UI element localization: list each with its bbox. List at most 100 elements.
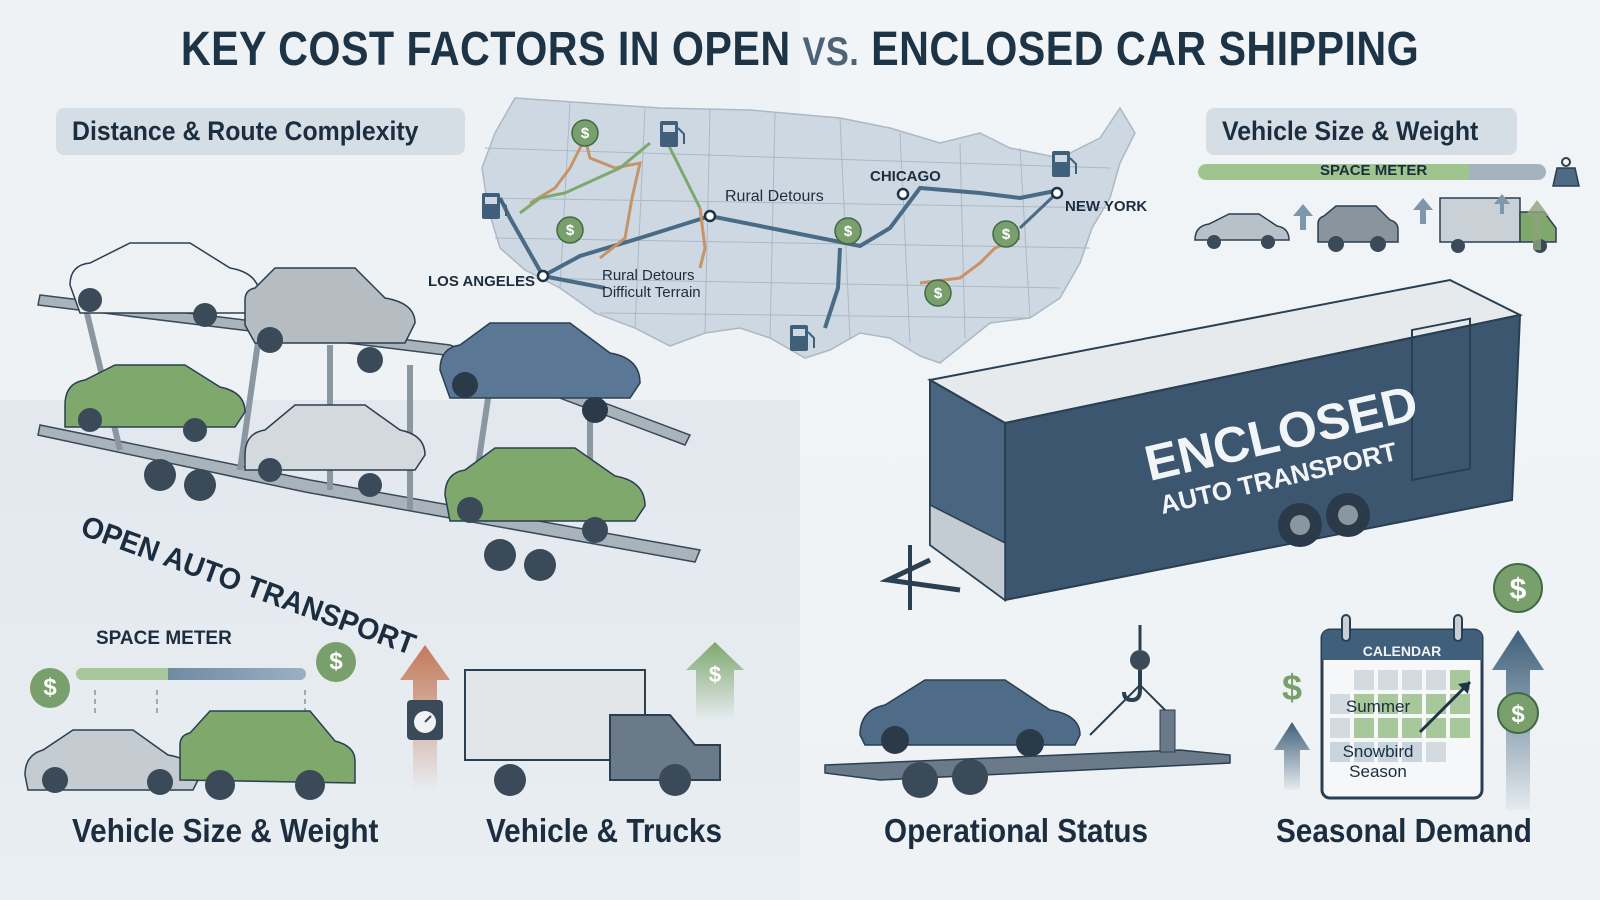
up-arrow-icon <box>1413 198 1433 224</box>
up-arrow-icon <box>1274 722 1310 790</box>
route-south-branch <box>823 247 842 329</box>
calendar-grid <box>1330 670 1470 762</box>
fuel-pump-icon <box>482 193 507 219</box>
weight-scale-arrow <box>400 645 450 790</box>
trend-arrow-icon <box>1418 680 1472 734</box>
dollar-icon: $ <box>30 668 70 708</box>
calendar-day-cell <box>1378 694 1398 714</box>
calendar-day-cell <box>1402 694 1422 714</box>
map-dollar-markers: $ $ $ $ $ <box>556 119 1020 307</box>
tow-trailer-illustration <box>824 625 1231 798</box>
weight-icon <box>1552 157 1580 187</box>
up-arrow-icon <box>1525 200 1549 250</box>
calendar-day-cell <box>1426 742 1446 762</box>
car-silver-lower-mid <box>244 404 426 497</box>
detour-route-west <box>583 137 642 260</box>
space-meter-bottom-fill <box>76 668 168 680</box>
calendar-snowbird-label-1: Snowbird <box>1343 742 1414 761</box>
space-meter-bottom-remaining <box>168 668 306 680</box>
us-route-map: LOS ANGELES CHICAGO NEW YORK Rural Detou… <box>428 97 1147 364</box>
dollar-icon: $ <box>1282 667 1302 708</box>
page-title: KEY COST FACTORS IN OPEN VS. ENCLOSED CA… <box>180 23 1420 76</box>
city-node-rural <box>703 209 717 223</box>
sedan-icon <box>1194 213 1290 249</box>
calendar-day-cell <box>1378 718 1398 738</box>
rural-detours-label: Rural Detours <box>725 188 824 205</box>
calendar-day-cell <box>1354 718 1374 738</box>
space-meter-bottom <box>76 668 306 680</box>
svg-text:$: $ <box>1511 701 1525 728</box>
trailer-side-door <box>1411 317 1471 482</box>
city-label-chicago: CHICAGO <box>870 168 941 185</box>
rural-detours-terrain-label-1: Rural Detours <box>602 267 695 284</box>
calendar-day-cell <box>1354 670 1374 690</box>
fuel-pump-icons <box>482 121 1077 351</box>
dollar-icon: $ <box>834 217 862 245</box>
calendar-day-cell <box>1330 742 1350 762</box>
calendar-day-cell <box>1354 694 1374 714</box>
car-green-lower-right <box>444 447 646 543</box>
car-silver-suv-top <box>244 267 416 373</box>
svg-text:$: $ <box>934 285 943 302</box>
svg-text:$: $ <box>1002 226 1011 243</box>
calendar-day-cell <box>1330 694 1350 714</box>
dollar-icon: $ <box>1497 692 1539 734</box>
us-map-shape <box>481 97 1136 364</box>
route-la-east <box>542 274 606 290</box>
vehicle-size-weight-pill: Vehicle Size & Weight <box>1206 108 1517 155</box>
calendar-day-cell <box>1354 742 1374 762</box>
space-meter-top-label: SPACE METER <box>1320 162 1428 179</box>
open-car-carrier-illustration <box>37 242 702 581</box>
calendar-day-cell <box>1330 718 1350 738</box>
dollar-icon: $ <box>709 662 721 687</box>
space-meter-top <box>1198 164 1546 180</box>
scale-icon <box>407 700 443 740</box>
operational-status-label: Operational Status <box>884 812 1149 849</box>
suv-green-icon <box>179 710 356 800</box>
dollar-icon: $ <box>556 216 584 244</box>
city-label-new-york: NEW YORK <box>1065 198 1147 215</box>
dollar-icon: $ <box>1493 563 1543 613</box>
svg-text:$: $ <box>1510 573 1527 606</box>
left-panel-background <box>0 400 800 900</box>
carrier-wheels <box>144 459 556 581</box>
distance-route-pill: Distance & Route Complexity <box>56 108 465 155</box>
svg-text:$: $ <box>581 125 590 142</box>
dollar-icon: $ <box>571 119 599 147</box>
sedan-silver-icon <box>24 729 199 795</box>
suv-icon <box>1317 205 1399 252</box>
car-on-trailer <box>859 679 1081 757</box>
box-truck-icon <box>1439 197 1557 253</box>
calendar-icon: CALENDAR Summer Snowbird Season <box>1320 614 1484 800</box>
green-route-2 <box>519 141 651 215</box>
truck-cab <box>609 714 721 781</box>
car-green-lower-left <box>64 364 246 442</box>
calendar-header: CALENDAR <box>1363 643 1442 659</box>
calendar-snowbird-label-2: Season <box>1349 762 1407 781</box>
trailer-hitch <box>879 557 961 593</box>
calendar-day-cell <box>1402 742 1422 762</box>
city-node-chicago <box>896 187 910 201</box>
vehicle-size-weight-label: Vehicle Size & Weight <box>72 812 379 849</box>
svg-text:$: $ <box>844 223 853 240</box>
fuel-pump-icon <box>790 325 815 351</box>
vehicle-trucks-label: Vehicle & Trucks <box>486 812 723 849</box>
svg-text:$: $ <box>566 222 575 239</box>
space-meter-top-remaining <box>1469 164 1546 180</box>
calendar-day-cell <box>1402 670 1422 690</box>
detour-route-west2 <box>529 137 587 205</box>
rural-detours-terrain-label-2: Difficult Terrain <box>602 284 701 301</box>
calendar-day-cell <box>1378 670 1398 690</box>
small-vehicles-illustration <box>24 690 356 800</box>
trailer-front-stoneguard <box>929 503 1006 602</box>
dollar-icon: $ <box>992 220 1020 248</box>
dollar-icon: $ <box>924 279 952 307</box>
vehicles-top-row <box>1194 194 1557 253</box>
box-truck-illustration: $ <box>464 642 744 796</box>
city-node-new-york <box>1050 186 1064 200</box>
car-blue-top <box>439 322 641 423</box>
dollar-icon: $ <box>316 642 356 682</box>
calendar-summer-label: Summer <box>1346 697 1411 716</box>
enclosed-trailer-illustration: ENCLOSED AUTO TRANSPORT <box>879 278 1524 610</box>
calendar-day-cell <box>1378 742 1398 762</box>
